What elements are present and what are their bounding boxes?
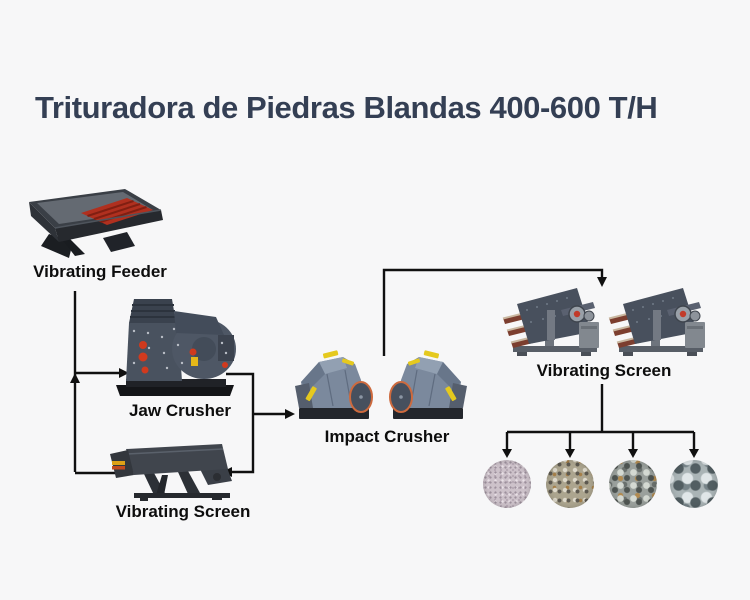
vibrating-screen-left: [104, 437, 236, 503]
vibrating-feeder-label: Vibrating Feeder: [33, 262, 167, 281]
impact-crusher: [293, 350, 469, 427]
vibrating-screen-right-label: Vibrating Screen: [536, 361, 672, 380]
impact-crusher-unit-left: [294, 350, 373, 420]
jaw-crusher-label: Jaw Crusher: [128, 401, 232, 420]
vibrating-screen-right-illustration: [502, 287, 706, 357]
arrowhead-product-1: [502, 449, 512, 458]
jaw-crusher: [112, 293, 238, 401]
arrowhead-recirc-up: [70, 373, 80, 383]
product-circle-coarse-aggregate: [670, 460, 718, 508]
product-circle-medium-aggregate: [609, 460, 657, 508]
arrowhead-product-3: [628, 449, 638, 458]
vibrating-screen-right-unit-1: [502, 287, 600, 357]
vibrating-screen-right-unit-2: [608, 287, 706, 357]
arrowhead-product-4: [689, 449, 699, 458]
product-circle-fine-sand: [483, 460, 531, 508]
page-title: Trituradora de Piedras Blandas 400-600 T…: [35, 90, 658, 125]
vibrating-screen-right: [501, 286, 713, 363]
impact-crusher-illustration: [294, 350, 468, 420]
impact-crusher-label: Impact Crusher: [324, 427, 450, 446]
jaw-crusher-illustration: [116, 299, 236, 396]
product-circle-small-aggregate: [546, 460, 594, 508]
vibrating-screen-left-label: Vibrating Screen: [115, 502, 251, 521]
vibrating-feeder: [15, 186, 165, 262]
arrowhead-product-2: [565, 449, 575, 458]
vibrating-screen-left-illustration: [110, 444, 232, 501]
impact-crusher-unit-right: [389, 350, 468, 420]
vibrating-feeder-illustration: [29, 189, 163, 258]
